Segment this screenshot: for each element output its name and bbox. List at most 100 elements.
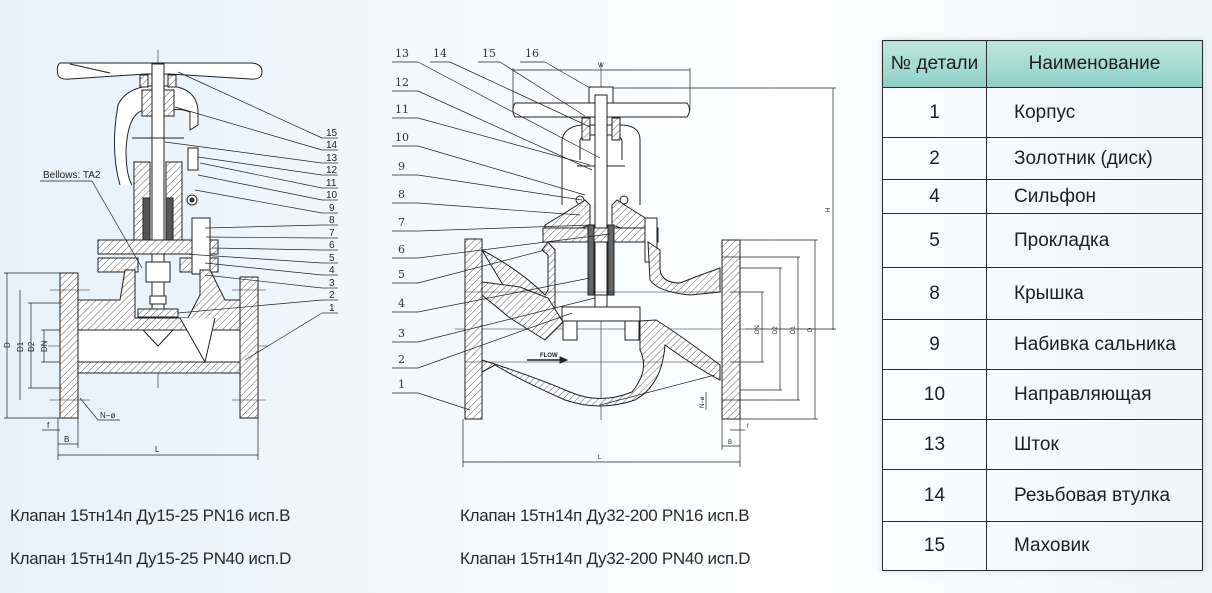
part-number: 10 — [882, 369, 987, 420]
part-label: 11 — [326, 178, 337, 189]
part-label: 7 — [398, 216, 405, 229]
part-number: 9 — [882, 319, 987, 370]
right-leader-lines — [392, 61, 716, 411]
part-number: 8 — [882, 267, 987, 320]
left-dimension-lines — [4, 180, 259, 460]
caption-left-pn40: Клапан 15тн14п Ду15-25 PN40 исп.D — [10, 549, 292, 568]
part-number: 15 — [882, 521, 987, 571]
part-label: 8 — [329, 215, 335, 226]
header-part-name: Наименование — [986, 40, 1203, 88]
dim-N: N−ø — [700, 396, 706, 408]
part-label: 10 — [395, 131, 409, 144]
part-label: 13 — [326, 153, 338, 164]
dim-N: N−ø — [100, 411, 115, 420]
left-leader-lines — [164, 71, 323, 361]
table-header-row: № детали Наименование — [882, 40, 1203, 88]
right-right-flange — [721, 239, 741, 420]
part-name: Прокладка — [986, 213, 1203, 268]
right-dimension-lines — [462, 68, 836, 467]
part-number: 13 — [882, 419, 987, 470]
bellows-label: Bellows: TA2 — [43, 170, 101, 181]
part-label: 2 — [329, 290, 335, 301]
part-number: 1 — [882, 87, 987, 138]
part-name: Сильфон — [986, 179, 1203, 214]
part-number: 4 — [882, 179, 987, 214]
part-label: 12 — [395, 76, 409, 89]
part-label: 6 — [329, 240, 335, 251]
dim-D: D — [3, 342, 12, 348]
dim-B: B — [64, 435, 69, 444]
part-name: Маховик — [986, 521, 1203, 571]
part-label: 9 — [398, 160, 405, 173]
part-label: 5 — [398, 268, 405, 281]
dim-W: W — [598, 63, 604, 69]
part-label: 3 — [329, 278, 335, 289]
part-name: Золотник (диск) — [986, 137, 1203, 180]
part-label: 16 — [525, 47, 539, 60]
dim-L: L — [155, 445, 160, 454]
part-label: 3 — [398, 327, 405, 340]
dim-D2: D2 — [773, 326, 779, 334]
part-name: Направляющая — [986, 369, 1203, 420]
left-valve-drawing — [4, 50, 323, 460]
part-name: Набивка сальника — [986, 319, 1203, 370]
right-flange — [239, 276, 259, 419]
right-valve-drawing — [392, 61, 836, 467]
part-label: 11 — [395, 103, 409, 116]
part-label: 1 — [398, 378, 405, 391]
part-label: 6 — [398, 243, 405, 256]
left-flange — [59, 272, 79, 419]
right-left-flange — [464, 238, 483, 420]
part-label: 7 — [329, 228, 335, 239]
part-label: 15 — [326, 128, 338, 139]
dim-H: H — [826, 208, 832, 212]
dim-D1: D1 — [16, 341, 25, 352]
part-number: 5 — [882, 213, 987, 268]
dim-f: f — [747, 424, 749, 430]
part-label: 9 — [329, 203, 335, 214]
dim-DN: DN — [755, 325, 761, 334]
caption-right-pn16: Клапан 15тн14п Ду32-200 PN16 исп.B — [460, 506, 750, 525]
left-part-labels: 15 14 13 12 11 10 9 8 7 6 5 4 3 2 1 Bell… — [3, 128, 338, 454]
caption-right-pn40: Клапан 15тн14п Ду32-200 PN40 исп.D — [460, 549, 751, 568]
flow-label: FLOW — [540, 353, 558, 359]
right-part-labels: 13 14 15 16 12 11 10 9 8 7 6 5 4 3 2 1 F… — [395, 47, 832, 461]
part-number: 2 — [882, 137, 987, 180]
part-name: Крышка — [986, 267, 1203, 320]
part-name: Резьбовая втулка — [986, 469, 1203, 522]
part-label: 13 — [395, 47, 409, 60]
part-label: 10 — [326, 190, 338, 201]
caption-left-pn16: Клапан 15тн14п Ду15-25 PN16 исп.B — [10, 506, 291, 525]
dim-DN: DN — [40, 340, 49, 352]
dim-D1: D1 — [791, 326, 797, 334]
dim-L: L — [598, 455, 602, 461]
dim-f: f — [47, 421, 50, 430]
part-label: 2 — [398, 353, 405, 366]
part-label: 14 — [433, 47, 447, 60]
dim-B: B — [728, 440, 732, 446]
part-label: 8 — [398, 188, 405, 201]
part-label: 1 — [329, 303, 335, 314]
part-label: 5 — [329, 253, 335, 264]
part-number: 14 — [882, 469, 987, 522]
dim-D: D — [808, 327, 814, 332]
part-label: 4 — [398, 297, 405, 310]
part-name: Шток — [986, 419, 1203, 470]
part-label: 15 — [482, 47, 496, 60]
part-name: Корпус — [986, 87, 1203, 138]
part-label: 4 — [329, 265, 335, 276]
dim-D2: D2 — [27, 341, 36, 352]
part-label: 12 — [326, 165, 338, 176]
flow-arrow — [527, 356, 569, 364]
